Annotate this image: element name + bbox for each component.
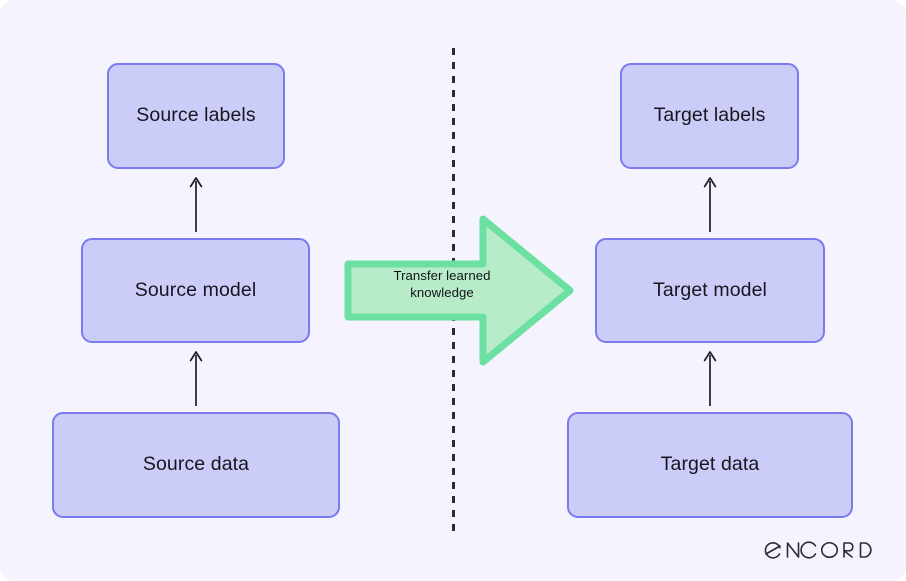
- connector-target-model-to-labels: [703, 177, 717, 232]
- node-source-labels-text: Source labels: [136, 104, 256, 127]
- connector-target-data-to-model: [703, 351, 717, 406]
- node-source-model-text: Source model: [134, 278, 257, 301]
- encord-wordmark-icon: [764, 541, 872, 559]
- node-source-data: Source data: [52, 412, 340, 518]
- node-target-labels: Target labels: [620, 63, 799, 169]
- node-target-model: Target model: [595, 238, 825, 343]
- transfer-knowledge-arrow-icon: [344, 215, 574, 366]
- node-source-model: Source model: [81, 238, 310, 343]
- node-source-labels: Source labels: [107, 63, 285, 169]
- node-target-data: Target data: [567, 412, 853, 518]
- encord-logo: [764, 537, 876, 563]
- connector-source-model-to-labels: [189, 177, 203, 232]
- node-target-model-text: Target model: [653, 278, 767, 301]
- node-source-data-text: Source data: [142, 453, 250, 476]
- node-target-data-text: Target data: [660, 453, 760, 476]
- node-target-labels-text: Target labels: [653, 104, 766, 127]
- connector-source-data-to-model: [189, 351, 203, 406]
